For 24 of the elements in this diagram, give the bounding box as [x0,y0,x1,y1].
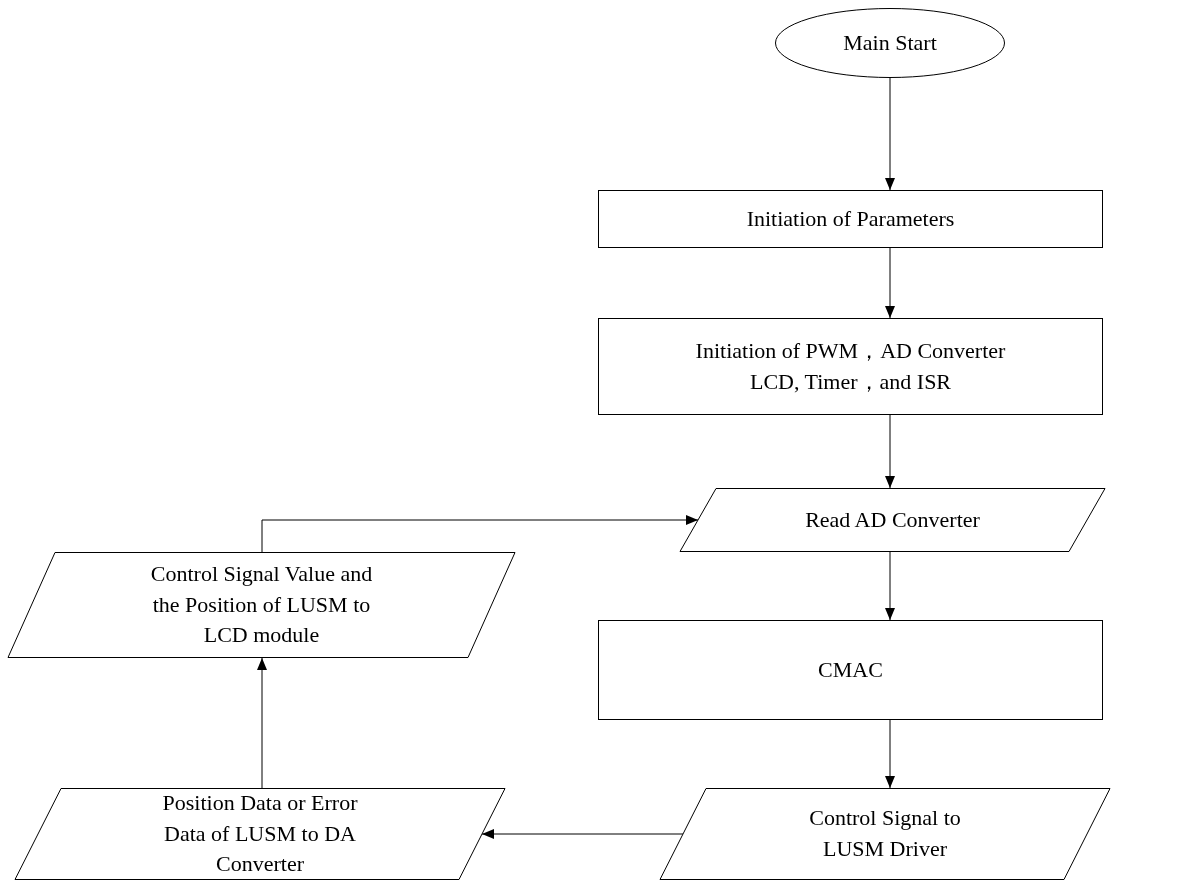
process-box [598,190,1103,248]
process-box [598,318,1103,415]
node-text: Initiation of Parameters [746,204,955,233]
arrow [885,719,895,789]
arrow [257,657,267,789]
io-parallelogram [680,488,1105,552]
io-parallelogram [15,788,505,880]
node-text: Main Start [843,28,937,57]
terminal-ellipse [775,8,1005,78]
node-text: Read AD Converter [805,505,980,534]
arrow [885,77,895,191]
arrow [885,551,895,621]
node-text: CMAC [818,655,883,684]
node-text: Initiation of PWM，AD Converter LCD, Timer，and ISR [694,336,1007,396]
io-parallelogram [660,788,1110,880]
arrow [481,829,684,839]
arrow [885,414,895,489]
node-text: Control Signal to LUSM Driver [808,804,962,863]
process-box [598,620,1103,720]
arrow [885,247,895,319]
io-parallelogram [8,552,515,658]
arrow [261,515,699,553]
node-text: Position Data or Error Data of LUSM to DA Converter [161,788,359,879]
node-text: Control Signal Value and the Position of LUSM to LCD module [149,559,374,650]
